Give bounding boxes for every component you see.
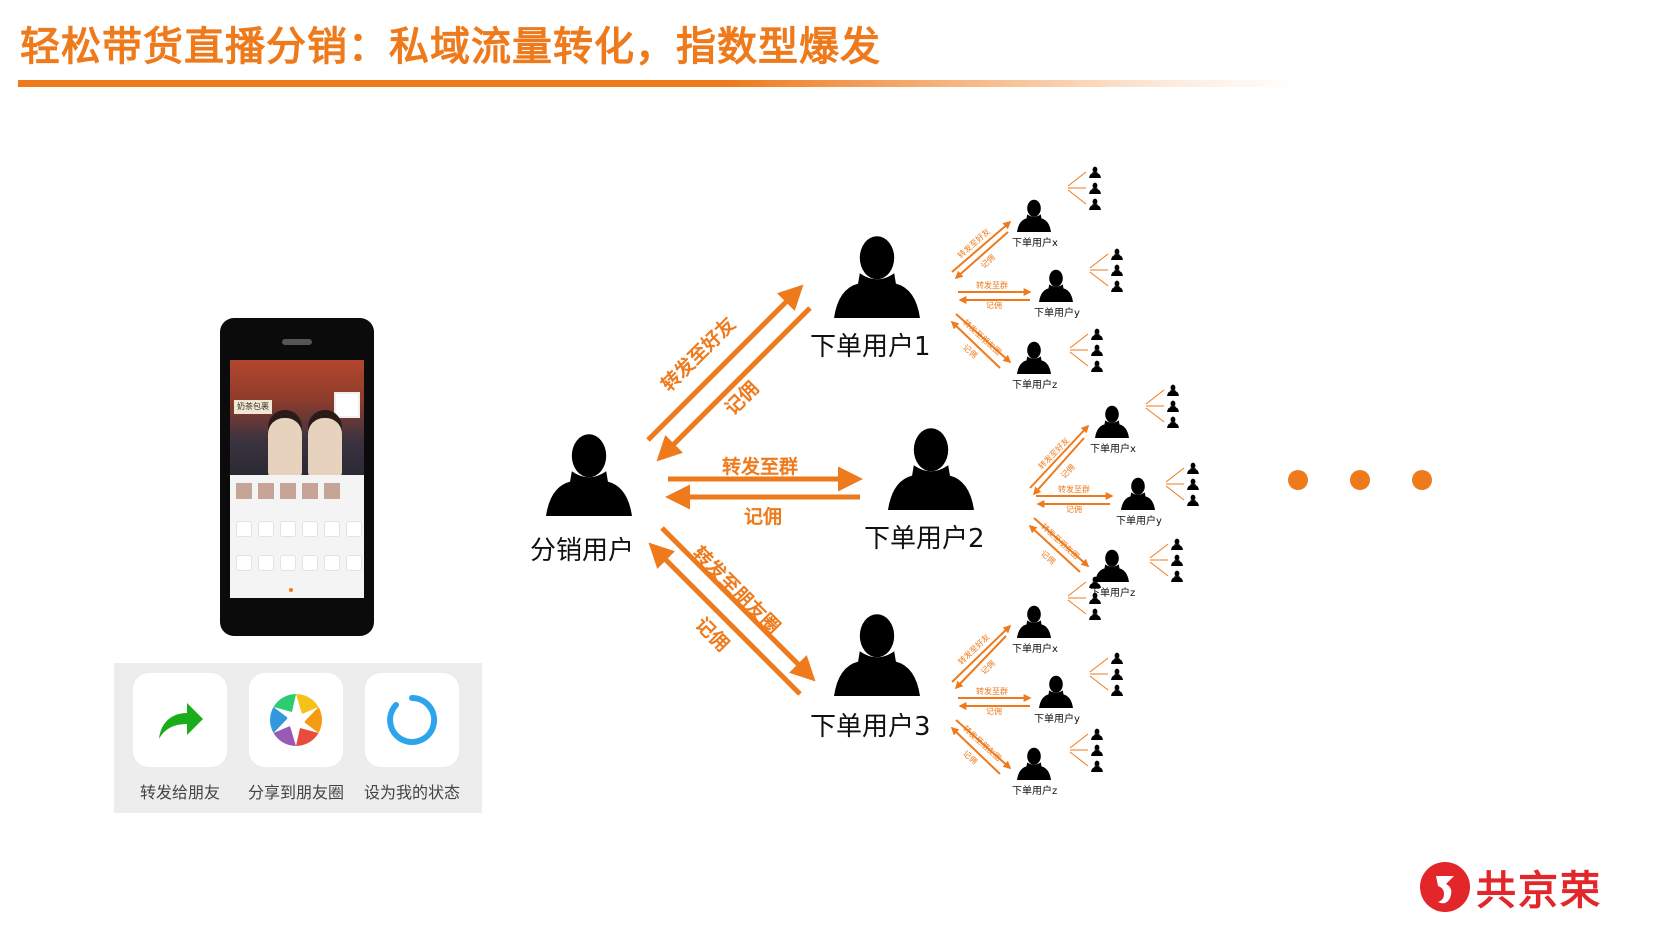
share-moments[interactable]: 分享到朋友圈 [248,673,344,803]
user1-label: 下单用户1 [810,332,931,362]
sub-commission-label: 记佣 [986,301,1002,310]
to-group-label: 转发至群 [722,456,799,478]
sub-commission-label: 记佣 [986,707,1002,716]
action-row [236,555,362,571]
share-label: 设为我的状态 [364,783,461,802]
sub-user-x: 下单用户x [1090,444,1136,455]
ellipsis-dot [1350,470,1370,490]
page-indicator [289,588,293,592]
arrow-commission-3 [648,542,802,696]
arrow-to-user3 [660,526,816,682]
commission-label-2: 记佣 [744,506,783,528]
action-row [236,521,362,537]
sub-user-x: 下单用户x [1012,238,1058,249]
host-avatar [308,418,342,478]
brand-name: 共京荣 [1476,868,1602,914]
phone-screen: 奶茶包裹 [230,360,364,598]
center-user-icon [546,434,632,516]
subtree-user1 [950,199,1073,374]
sub-commission-label: 记佣 [1066,505,1082,514]
shop-sign: 奶茶包裹 [234,400,272,414]
sub-user-z: 下单用户z [1012,380,1058,391]
subtree-user2 [1028,405,1155,582]
user3-label: 下单用户3 [810,712,931,742]
livestream-scene: 奶茶包裹 [230,360,364,478]
sub-user-y: 下单用户y [1034,308,1080,319]
third-level-users [1067,166,1199,772]
sub-to-group-label: 转发至群 [1058,485,1090,494]
brand-logo: 共京荣 [1420,858,1602,916]
sub-user-x: 下单用户x [1012,644,1058,655]
host-avatar [268,418,302,478]
ellipsis-dot [1288,470,1308,490]
share-panel: 转发给朋友 分享到朋友圈 设为我的状态 [114,663,482,813]
share-forward-friend[interactable]: 转发给朋友 [132,673,228,803]
user2-icon [888,428,974,510]
arrow-to-user1 [646,284,804,442]
subtree-user3 [950,605,1073,780]
brand-mark-icon [1420,862,1470,912]
sub-user-z: 下单用户z [1012,786,1058,797]
contact-row [236,483,340,499]
continuation-ellipsis [1288,470,1432,490]
phone-mockup: 奶茶包裹 [220,318,374,636]
user3-icon [834,614,920,696]
page-title: 轻松带货直播分销：私域流量转化，指数型爆发 [20,24,881,70]
ellipsis-dot [1412,470,1432,490]
arrow-commission-1 [656,306,812,462]
share-status[interactable]: 设为我的状态 [364,673,460,803]
title-underline [18,80,1298,87]
center-user-label: 分销用户 [530,536,635,566]
qr-code-icon [334,392,360,418]
share-label: 转发给朋友 [139,783,220,802]
user1-icon [834,236,920,318]
sub-user-y: 下单用户y [1116,516,1162,527]
sub-user-z: 下单用户z [1090,588,1136,599]
sub-to-group-label: 转发至群 [976,281,1008,290]
share-sheet [230,475,364,598]
moments-aperture-icon [249,673,343,767]
sub-user-y: 下单用户y [1034,714,1080,725]
status-ring-icon [365,673,459,767]
forward-arrow-icon [133,673,227,767]
phone-speaker [282,339,312,345]
sub-to-group-label: 转发至群 [976,687,1008,696]
share-label: 分享到朋友圈 [248,783,345,802]
user2-label: 下单用户2 [864,524,985,554]
